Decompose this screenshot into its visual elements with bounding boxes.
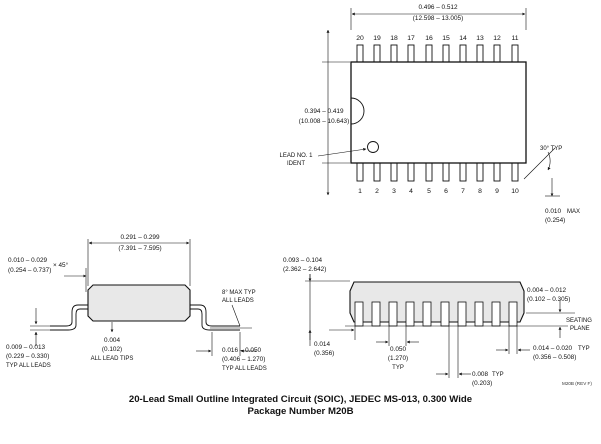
height-inch: 0.093 – 0.104 [283,257,323,264]
max-angle-label2: ALL LEADS [222,298,254,304]
lead-len-mm: (0.356) [314,350,334,357]
pin-label-8: 8 [478,188,482,195]
package-body-top [350,61,527,164]
max-angle-label: 8° MAX TYP [222,290,256,296]
pin-label-6: 6 [444,188,448,195]
lead-w-note: TYP [578,346,590,352]
width-dim-inch: 0.394 – 0.419 [304,108,344,115]
body-width-mm: (7.391 – 7.595) [118,245,161,252]
pin-label-10: 10 [511,188,519,195]
pin-label-19: 19 [373,35,381,42]
pin-label-16: 16 [425,35,433,42]
bend-mm: (0.203) [472,380,492,387]
lead-w-inch: 0.014 – 0.020 [533,345,573,352]
bend-note: TYP [492,372,504,378]
pin-label-1: 1 [358,188,362,195]
lead-len-inch: 0.014 [314,341,330,348]
pitch-mm: (1.270) [388,355,408,362]
top-leads [356,44,519,64]
length-dim-mm: (12.598 – 13.005) [413,15,463,22]
chamfer-angle: × 45° [53,261,69,269]
notch-index [350,97,365,125]
pin-label-4: 4 [409,188,413,195]
pin1-dot [367,141,379,153]
foot-mm: (0.406 – 1.270) [222,356,265,363]
angle-label: 30° TYP [540,146,562,152]
chamfer-inch: 0.010 – 0.029 [8,257,48,264]
lead1-leader [317,147,367,157]
foot-note: TYP ALL LEADS [222,366,267,372]
tip-note: ALL LEAD TIPS [91,356,134,362]
max-angle-leader [231,304,241,327]
angle-line [523,147,556,180]
pin-label-14: 14 [459,35,467,42]
end-lead-right [190,304,240,327]
lead1-ident-label: LEAD NO. 1 [279,153,313,159]
bend-inch: 0.008 [472,371,488,378]
height-mm: (2.362 – 2.642) [283,266,326,273]
revision-label: M20B (REV F) [562,381,592,386]
pin-label-11: 11 [511,35,518,42]
top-view: 0.496 – 0.512 (12.598 – 13.005) 20 19 18… [279,4,580,224]
end-view: 0.291 – 0.299 (7.391 – 7.595) 0.010 – 0.… [6,234,267,372]
pin-label-18: 18 [390,35,398,42]
angle-arc [547,151,551,171]
length-dim-inch: 0.496 – 0.512 [418,4,458,11]
caption-line-2: Package Number M20B [247,406,354,417]
lead-thick-mm: (0.229 – 0.330) [6,353,49,360]
pin-label-12: 12 [493,35,501,42]
side-leads [354,301,518,327]
bottom-leads [356,162,519,182]
pin-label-3: 3 [392,188,396,195]
end-lead-left [50,304,88,327]
end-lead-right-inner [190,308,240,331]
pin-label-13: 13 [476,35,484,42]
lead-max-label: MAX [567,209,580,215]
pin-label-9: 9 [495,188,499,195]
end-lead-left-inner [50,308,88,331]
lead-thick-inch: 0.009 – 0.013 [6,344,46,351]
seating-label: SEATING [566,318,592,324]
tip-inch: 0.004 [104,337,120,344]
pin-label-7: 7 [461,188,465,195]
pin-label-5: 5 [427,188,431,195]
pitch-inch: 0.050 [390,346,406,353]
tip-mm: (0.102) [102,346,122,353]
standoff-mm: (0.102 – 0.305) [527,296,570,303]
pin-label-20: 20 [356,35,364,42]
pin-label-17: 17 [407,35,415,42]
lead1-ident-label2: IDENT [287,161,305,167]
lead-max-mm: (0.254) [545,217,565,224]
pin-label-2: 2 [375,188,379,195]
lead-thick-note: TYP ALL LEADS [6,363,51,369]
foot-inch: 0.016 – 0.050 [222,347,262,354]
lead-max-inch: 0.010 [545,208,561,215]
package-body-end [87,284,191,322]
chamfer-mm: (0.254 – 0.737) [8,267,51,274]
pin-label-15: 15 [442,35,450,42]
caption-line-1: 20-Lead Small Outline Integrated Circuit… [128,394,473,405]
pitch-note: TYP [392,365,404,371]
standoff-inch: 0.004 – 0.012 [527,287,567,294]
side-view: 0.093 – 0.104 (2.362 – 2.642) 0.004 – 0.… [283,257,592,387]
width-dim-mm: (10.008 – 10.643) [299,118,349,125]
lead-w-mm: (0.356 – 0.508) [533,354,576,361]
body-width-inch: 0.291 – 0.299 [120,234,160,241]
seating-label2: PLANE [570,326,590,332]
